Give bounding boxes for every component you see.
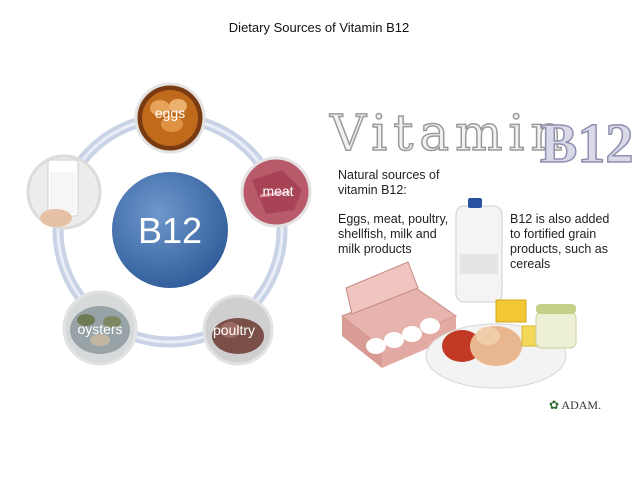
node-eggs [134,82,206,154]
node-meat [240,156,312,228]
adam-leaf-icon: ✿ [549,398,560,412]
milk-jug [455,198,503,303]
vitamin-heading: Vitamin [329,103,569,163]
foods-list-text: Eggs, meat, poultry, shellfish, milk and… [338,212,449,256]
yogurt-cup [535,304,577,349]
center-label: B12 [138,210,202,251]
adam-credit: ✿ ADAM. [549,398,601,413]
fortified-note-text: B12 is also added to fortified grain pro… [510,212,610,271]
label-meat: meat [262,183,293,199]
food-plate [425,299,567,389]
adam-credit-text: ADAM. [561,398,602,412]
label-oysters: oysters [77,321,122,337]
b12-cycle-diagram: B12 eggs meat poultry oysters [26,82,312,366]
egg-carton [341,261,458,368]
center-circle [112,172,228,288]
b12-logo: B12 [539,112,634,176]
slide-title: Dietary Sources of Vitamin B12 [228,20,410,35]
label-eggs: eggs [155,105,185,121]
node-milk [26,154,102,230]
node-poultry [202,294,274,366]
natural-sources-text: Natural sources of vitamin B12: [338,168,440,197]
node-oysters [62,290,138,366]
food-illustration [341,198,577,389]
label-poultry: poultry [213,322,255,338]
